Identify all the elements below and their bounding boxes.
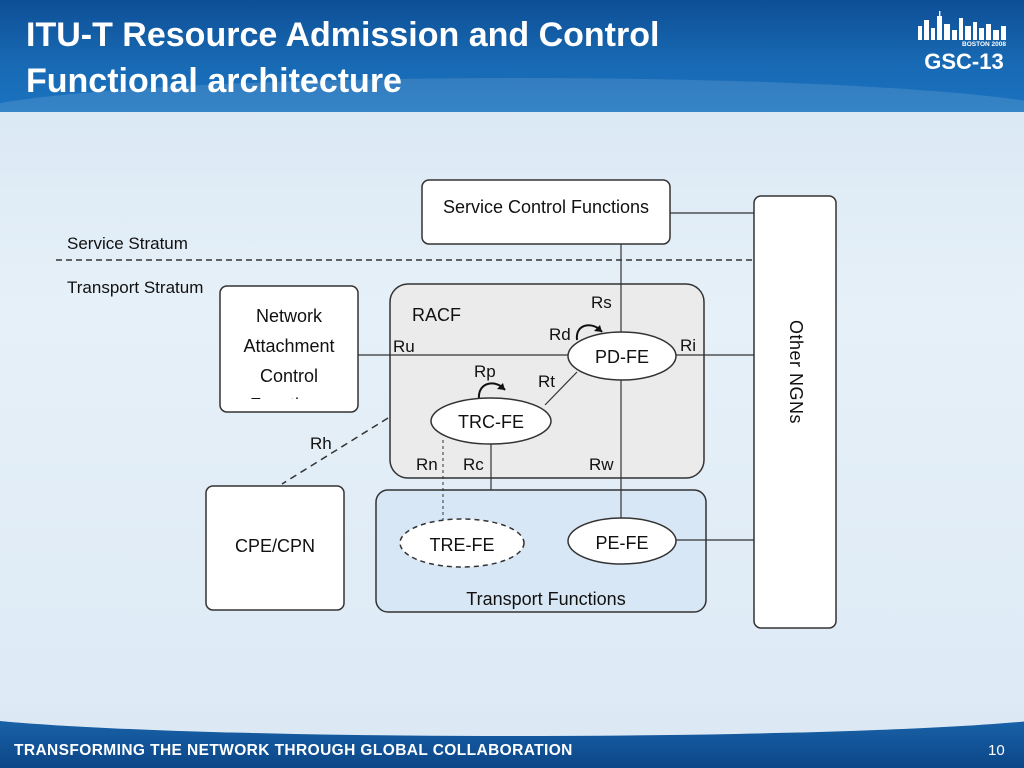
footer-wave [0, 712, 1024, 736]
transport-stratum-label: Transport Stratum [67, 278, 203, 297]
rh-label: Rh [310, 434, 332, 453]
rt-label: Rt [538, 372, 555, 391]
pe-fe-label: PE-FE [595, 533, 648, 553]
rp-arrowhead [497, 383, 505, 390]
rc-label: Rc [463, 455, 484, 474]
rd-arrowhead [594, 325, 602, 332]
ri-label: Ri [680, 336, 696, 355]
logo-text: GSC-13 [924, 49, 1003, 74]
skyline-icon [918, 11, 1006, 40]
nacf-clip: Functions [250, 395, 328, 415]
rn-label: Rn [416, 455, 438, 474]
nacf-label-line2: Attachment [243, 336, 334, 356]
nacf-label-line3: Control [260, 366, 318, 386]
footer-tagline: TRANSFORMING THE NETWORK THROUGH GLOBAL … [14, 742, 573, 759]
ru-label: Ru [393, 337, 415, 356]
nacf-label-line1: Network [256, 306, 323, 326]
service-control-label: Service Control Functions [443, 197, 649, 217]
racf-label: RACF [412, 305, 461, 325]
service-stratum-label: Service Stratum [67, 234, 188, 253]
service-control-box [421, 179, 671, 245]
rd-label: Rd [549, 325, 571, 344]
pe-fe-node [567, 517, 677, 565]
rp-label: Rp [474, 362, 496, 381]
pd-fe-node [567, 331, 677, 381]
transport-functions-label: Transport Functions [466, 589, 625, 609]
rh-line [281, 417, 389, 485]
header-banner [0, 0, 1024, 112]
tre-fe-label: TRE-FE [430, 535, 495, 555]
trc-fe-label: TRC-FE [458, 412, 524, 432]
footer-banner [0, 712, 1024, 768]
slide-title: ITU-T Resource Admission and Control Fun… [26, 16, 660, 100]
trc-fe-node [430, 397, 552, 445]
rt-line [544, 371, 578, 406]
logo-subtext: BOSTON 2008 [962, 41, 1006, 48]
cpe-cpn-label: CPE/CPN [235, 536, 315, 556]
page-number: 10 [988, 742, 1005, 759]
gsc13-logo: BOSTON 2008 GSC-13 [918, 11, 1006, 74]
other-ngns-label: Other NGNs [786, 320, 806, 424]
rs-label: Rs [591, 293, 612, 312]
pd-fe-label: PD-FE [595, 347, 649, 367]
rw-label: Rw [589, 455, 614, 474]
nacf-label-line4: Functions [250, 395, 328, 415]
nacf-box [219, 285, 359, 413]
cpe-cpn-box [205, 485, 345, 611]
other-ngns-box [753, 195, 837, 629]
tre-fe-node [399, 518, 525, 568]
